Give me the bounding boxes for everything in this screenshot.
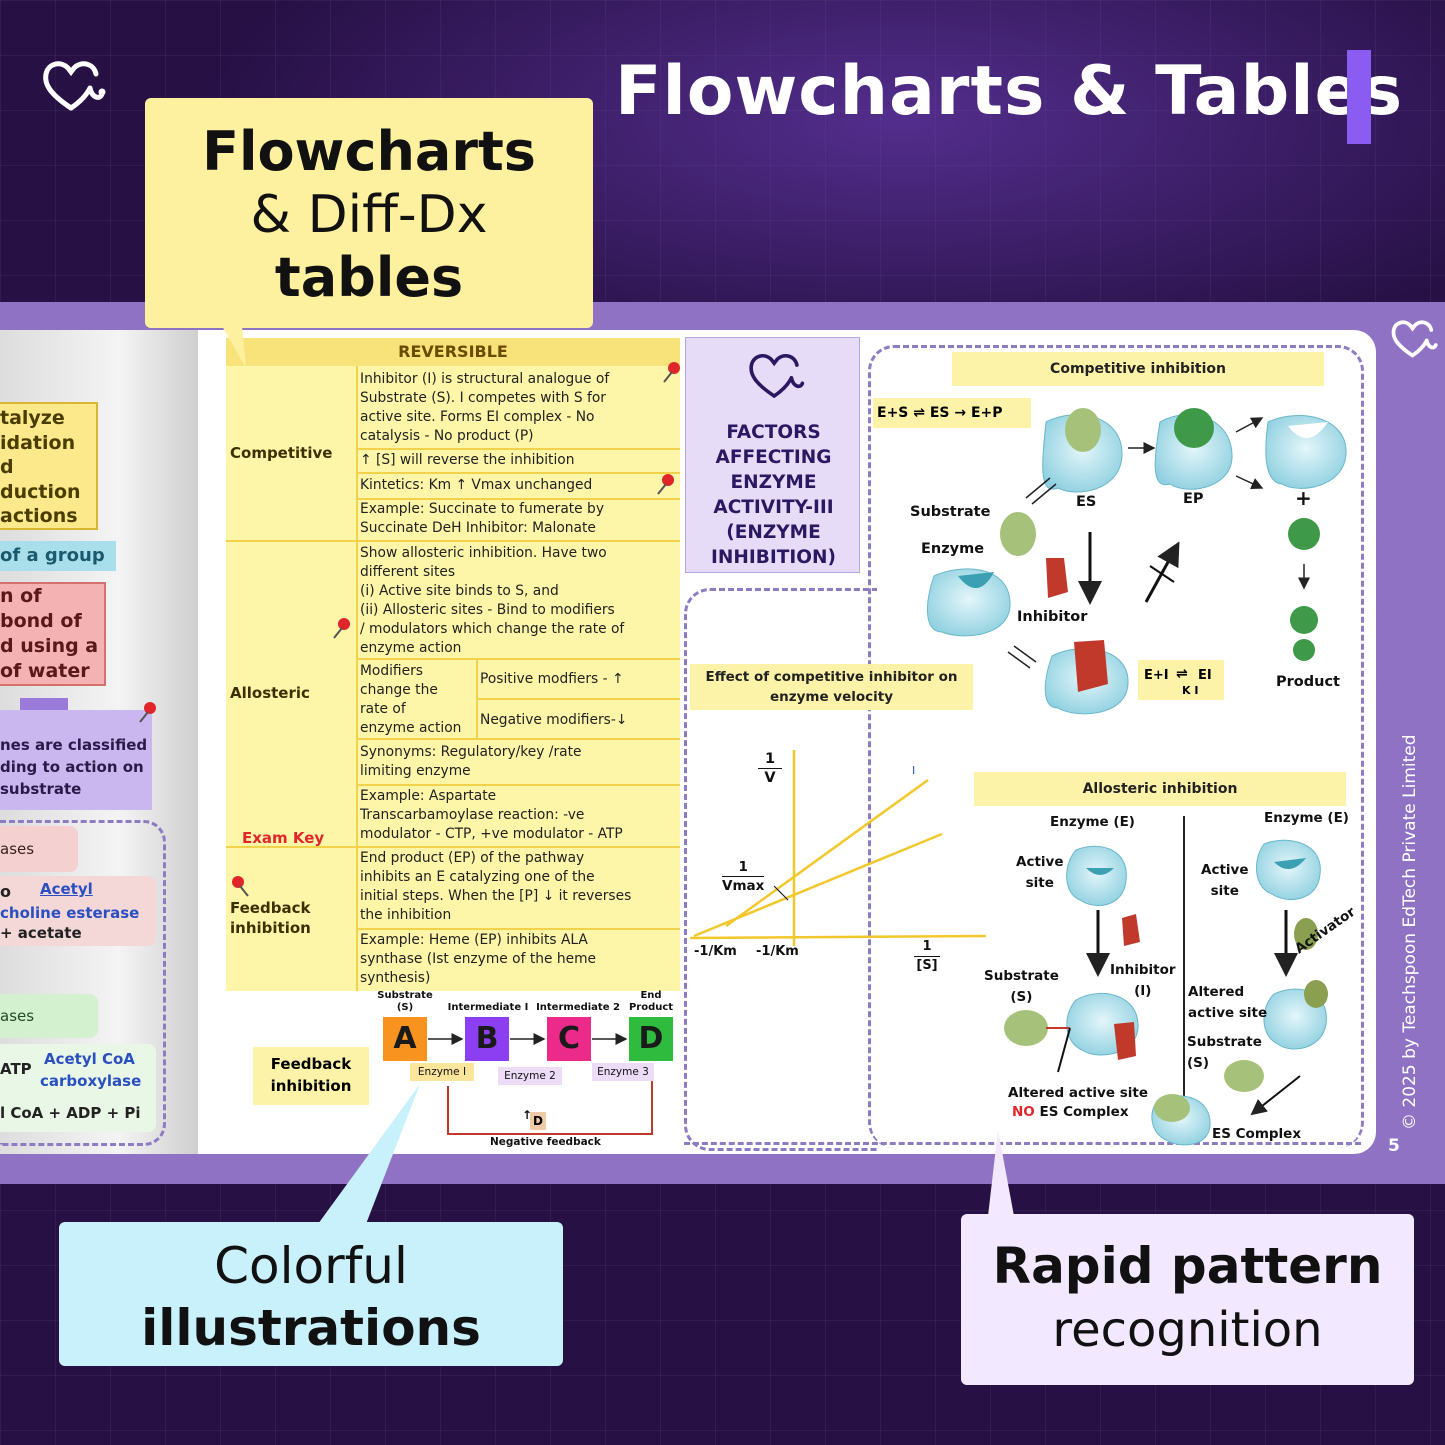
substrate-label-left: Substrate(S) — [984, 968, 1059, 1005]
allosteric-illustration — [1004, 816, 1328, 1146]
altered-active-site-label: Altered active site — [1008, 1085, 1148, 1101]
heart-stethoscope-logo-icon — [43, 61, 106, 111]
feedback-up-arrow: ↑ — [522, 1108, 533, 1122]
page-title: Flowcharts & Tables — [615, 52, 1404, 131]
competitive-illustration — [926, 408, 1347, 715]
row-label-allosteric: Allosteric — [230, 684, 310, 702]
copyright-text: © 2025 by Teachspoon EdTech Private Limi… — [1400, 734, 1420, 1130]
competitive-reversal: ↑ [S] will reverse the inhibition — [360, 452, 575, 468]
node-b-caption: Intermediate I — [447, 1002, 529, 1013]
inhibitor-label-allosteric: Inhibitor(I) — [1110, 962, 1176, 999]
inhibitor-line-marker: I — [912, 764, 916, 777]
pushpin-icon — [232, 876, 249, 897]
positive-modifiers: Positive modfiers - ↑ — [480, 671, 624, 687]
competitive-title: Competitive inhibition — [952, 352, 1324, 386]
left-dashed-panel — [0, 820, 166, 1146]
node-d: D — [629, 1017, 673, 1061]
pushpin-icon — [657, 474, 674, 495]
substrate-label: Substrate — [910, 504, 991, 520]
node-c: C — [547, 1017, 591, 1061]
callout-illustrations: Colorful illustrations — [59, 1222, 563, 1366]
no-es-complex-label: NO ES Complex — [1012, 1104, 1129, 1120]
graph-dashed-panel — [684, 588, 877, 1151]
negative-feedback-label: Negative feedback — [490, 1136, 601, 1148]
node-a-caption: Substrate(S) — [377, 990, 433, 1013]
inhibitor-label: Inhibitor — [1017, 609, 1088, 625]
es-complex-label: ES Complex — [1212, 1126, 1302, 1142]
reaction-equation: E+S ⇌ ES → E+P — [873, 398, 1031, 428]
enzyme-3-label: Enzyme 3 — [592, 1063, 654, 1081]
enzyme-e-label-left: Enzyme (E) — [1050, 814, 1135, 830]
enzyme-label: Enzyme — [921, 541, 985, 557]
x-axis-label: 1[S] — [914, 938, 940, 975]
heart-stethoscope-icon — [749, 353, 805, 398]
enzyme-1-label: Enzyme I — [410, 1063, 474, 1081]
heart-stethoscope-logo-small-icon — [1391, 320, 1438, 358]
ep-label: EP — [1183, 491, 1204, 507]
pushpin-icon — [663, 362, 680, 383]
enzyme-e-label-right: Enzyme (E) — [1264, 810, 1349, 826]
right-dashed-panel — [868, 345, 1364, 1148]
left-ases-label-2: ases — [0, 994, 98, 1038]
inhibition-table: REVERSIBLE Competitive Inhibitor (I) is … — [226, 338, 680, 991]
title-accent-bar — [1347, 50, 1371, 144]
callout-pattern-recognition: Rapid pattern recognition — [961, 1214, 1414, 1385]
allosteric-title: Allosteric inhibition — [974, 772, 1346, 806]
pushpin-icon — [139, 702, 156, 723]
enzyme-2-label: Enzyme 2 — [498, 1067, 562, 1085]
page-number: 5 — [1388, 1136, 1400, 1156]
panel-bottom-border — [684, 1142, 1361, 1145]
left-ases-label-1: ases — [0, 826, 78, 872]
pushpin-icon — [333, 618, 350, 639]
ei-equation: E+I ⇌ EI K I — [1138, 660, 1224, 700]
node-a: A — [383, 1017, 427, 1061]
negative-modifiers: Negative modifiers-↓ — [480, 712, 628, 728]
left-acetylcholine-reaction: o Acetyl choline esterase + acetate — [0, 876, 156, 946]
node-b: B — [465, 1017, 509, 1061]
km-label: -1/Km — [756, 944, 799, 959]
table-header: REVERSIBLE — [226, 338, 680, 366]
feedback-arrows — [428, 1033, 653, 1135]
left-blue-note: of a group — [0, 541, 116, 571]
exam-key-label: Exam Key — [242, 829, 325, 847]
feedback-d-node: D — [530, 1112, 546, 1130]
competitive-kinetics: Kintetics: Km ↑ Vmax unchanged — [360, 477, 593, 493]
lineweaver-burk-plot — [690, 750, 987, 946]
left-carboxylase-reaction: ATP Acetyl CoA carboxylase l CoA + ADP +… — [0, 1044, 156, 1132]
substrate-label-right: Substrate(S) — [1187, 1034, 1262, 1071]
product-label: Product — [1276, 674, 1340, 690]
es-label: ES — [1076, 494, 1097, 510]
row-label-competitive: Competitive — [230, 444, 333, 462]
plus-sign: + — [1295, 486, 1312, 510]
node-c-caption: Intermediate 2 — [536, 1002, 620, 1013]
callout-flowcharts: Flowcharts & Diff-Dx tables — [145, 98, 593, 328]
km-inhibited-label: -1/Km — [694, 944, 737, 959]
